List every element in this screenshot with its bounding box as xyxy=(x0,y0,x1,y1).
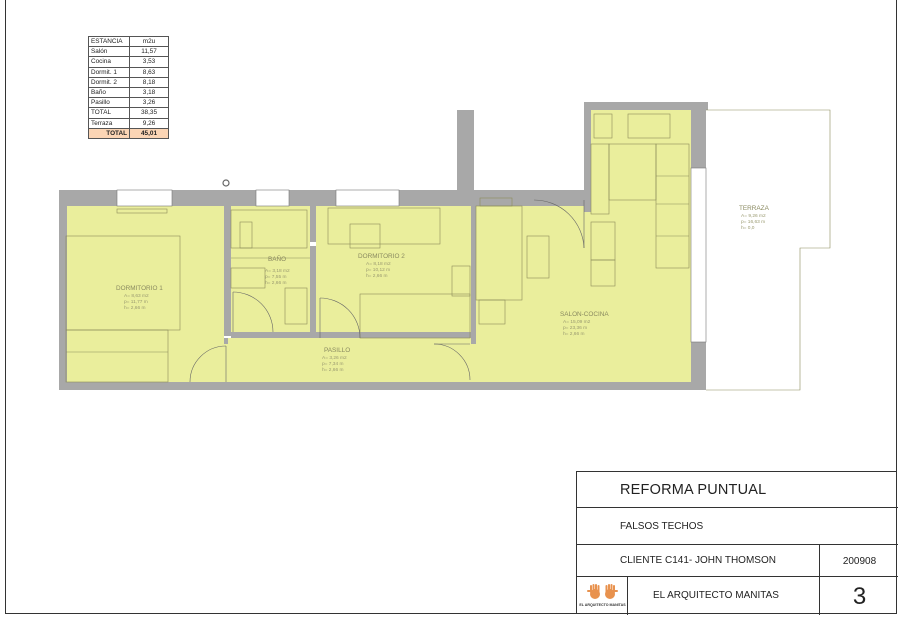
brand-name: EL ARQUITECTO MANITAS xyxy=(653,590,779,601)
room-fill-pasillo xyxy=(224,338,472,382)
table-row: Salón 11,57 xyxy=(88,46,169,58)
area-table-room: Terraza xyxy=(88,117,130,129)
room-area-pasillo: A= 3,26 m2 xyxy=(322,355,347,361)
room-height-pasillo: h= 2,66 m xyxy=(322,367,343,373)
room-height-dormitorio-2: h= 2,66 m xyxy=(366,273,387,279)
room-label-dormitorio-1: DORMITORIO 1 xyxy=(116,285,163,292)
area-table-grand-total-label: TOTAL xyxy=(88,127,130,140)
area-table-header-room: ESTANCIA xyxy=(88,35,130,48)
room-fill-dormitorio-1 xyxy=(66,206,224,382)
room-label-bano: BAÑO xyxy=(268,254,286,263)
room-area-terraza: A= 9,26 m2 xyxy=(741,213,766,219)
room-labels: DORMITORIO 1 A= 8,63 m2 p= 11,77 m h= 2,… xyxy=(116,205,770,373)
area-table-value: 9,26 xyxy=(129,117,169,129)
table-row: TOTAL 38,35 xyxy=(88,107,169,119)
title-block-row-subtitle: FALSOS TECHOS xyxy=(577,508,898,545)
room-perimeter-terraza: p= 16,63 m xyxy=(741,219,765,225)
table-row: Cocina 3,53 xyxy=(88,56,169,68)
title-block-row-title: REFORMA PUNTUAL xyxy=(577,472,898,508)
logo-text: EL ARQUITECTO MANITAS xyxy=(579,603,626,607)
windows xyxy=(116,167,707,343)
room-area-bano: A= 3,18 m2 xyxy=(265,268,290,274)
area-table-value: 11,57 xyxy=(129,46,169,58)
title-block-row-brand: EL ARQUITECTO MANITAS EL ARQUITECTO MANI… xyxy=(577,577,898,615)
table-row: Dormit. 2 8,18 xyxy=(88,76,169,89)
room-area-salon-cocina: A= 15,09 m2 xyxy=(563,319,591,325)
door-swings xyxy=(189,179,585,383)
room-perimeter-pasillo: p= 7,34 m xyxy=(322,361,343,367)
logo: EL ARQUITECTO MANITAS xyxy=(577,577,628,615)
area-table-value: 3,18 xyxy=(129,87,169,99)
table-row: Dormit. 1 8,63 xyxy=(88,66,169,78)
area-table-value: 3,53 xyxy=(129,56,169,68)
drawing-sheet-border xyxy=(5,0,897,614)
room-height-dormitorio-1: h= 2,66 m xyxy=(124,305,145,311)
room-perimeter-dormitorio-2: p= 10,12 m xyxy=(366,267,390,273)
room-fill-dormitorio-2 xyxy=(316,206,471,340)
area-table-header-area: m2u xyxy=(129,35,169,48)
room-fill-cocina xyxy=(591,110,691,382)
room-label-terraza: TERRAZA xyxy=(739,205,770,212)
room-label-dormitorio-2: DORMITORIO 2 xyxy=(358,253,405,260)
furniture xyxy=(65,109,831,391)
area-table-room: Baño xyxy=(88,87,130,99)
room-height-terraza: h= 0,0 xyxy=(741,225,755,231)
area-table-room: Dormit. 1 xyxy=(88,66,130,78)
area-table-grand-total-row: TOTAL 45,01 xyxy=(88,127,169,140)
project-code-cell: 200908 xyxy=(819,545,898,577)
table-row: Pasillo 3,26 xyxy=(88,97,169,109)
area-table-room: TOTAL xyxy=(88,107,130,119)
sheet-number-cell: 3 xyxy=(819,577,898,615)
sheet-number: 3 xyxy=(852,583,867,610)
room-perimeter-dormitorio-1: p= 11,77 m xyxy=(124,299,148,305)
area-table-room: Cocina xyxy=(88,56,130,68)
project-title: REFORMA PUNTUAL xyxy=(620,482,767,498)
room-perimeter-bano: p= 7,55 m xyxy=(265,274,286,280)
client-name: CLIENTE C141- JOHN THOMSON xyxy=(620,555,776,566)
title-block-row-client: CLIENTE C141- JOHN THOMSON 200908 xyxy=(577,545,898,577)
table-row: Baño 3,18 xyxy=(88,87,169,99)
area-table-header: ESTANCIA m2u xyxy=(88,35,169,48)
room-height-bano: h= 2,66 m xyxy=(265,280,286,286)
area-table-room: Pasillo xyxy=(88,97,130,109)
room-area-dormitorio-2: A= 8,18 m2 xyxy=(366,261,391,267)
area-table-value: 8,18 xyxy=(129,76,169,89)
area-table-value: 38,35 xyxy=(129,107,169,119)
hands-logo-icon xyxy=(587,584,618,599)
area-table-value: 3,26 xyxy=(129,97,169,109)
drawing-subtitle: FALSOS TECHOS xyxy=(620,521,704,532)
room-area-dormitorio-1: A= 8,63 m2 xyxy=(124,293,149,299)
table-row: Terraza 9,26 xyxy=(88,117,169,129)
area-table-value: 8,63 xyxy=(129,66,169,78)
title-block: REFORMA PUNTUAL FALSOS TECHOS CLIENTE C1… xyxy=(576,471,898,615)
area-table-grand-total-value: 45,01 xyxy=(129,127,169,140)
area-table: ESTANCIA m2u Salón 11,57 Cocina 3,53 Dor… xyxy=(88,35,169,140)
walls xyxy=(59,102,708,390)
room-fill-bano xyxy=(231,206,310,332)
room-height-salon-cocina: h= 2,66 m xyxy=(563,331,584,337)
area-table-room: Salón xyxy=(88,46,130,58)
area-table-room: Dormit. 2 xyxy=(88,76,130,89)
room-label-pasillo: PASILLO xyxy=(324,347,350,354)
project-code: 200908 xyxy=(842,556,877,567)
room-label-salon-cocina: SALON-COCINA xyxy=(560,311,609,318)
room-perimeter-salon-cocina: p= 23,36 m xyxy=(563,325,587,331)
